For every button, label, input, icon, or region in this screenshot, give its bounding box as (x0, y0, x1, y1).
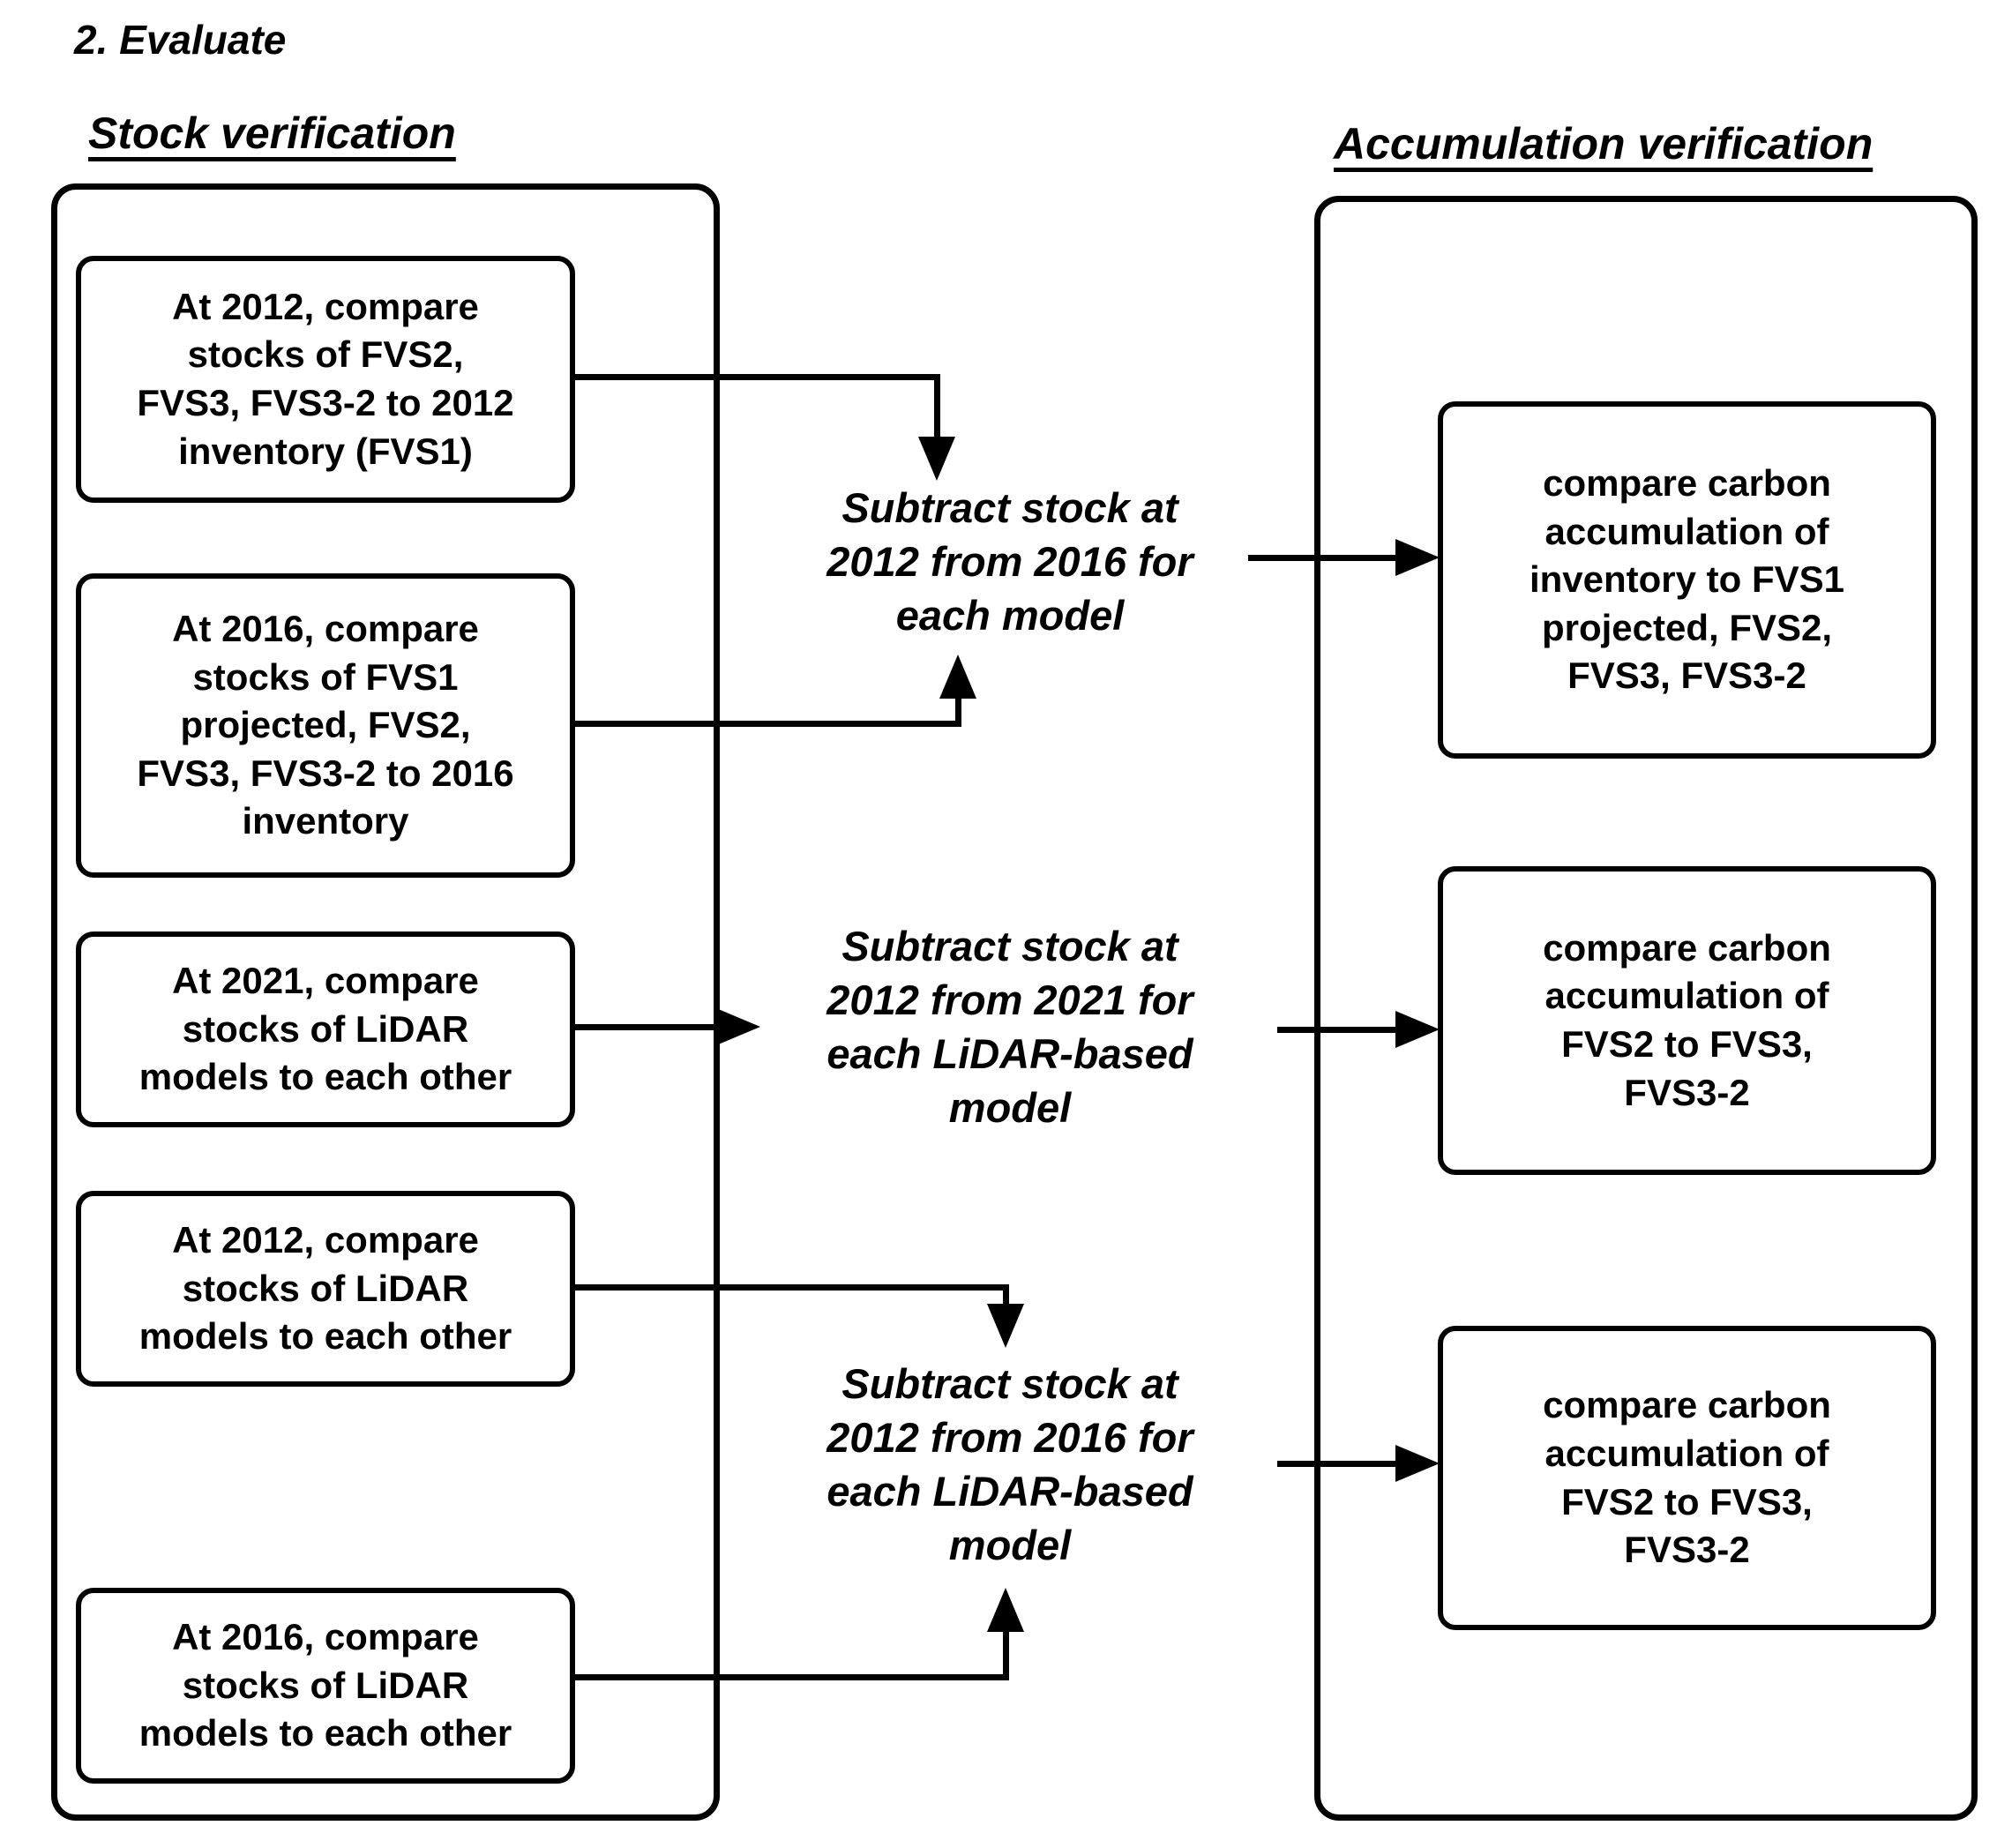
arrow-b3-to-step2-shaft (575, 1024, 722, 1030)
arrow-step3-to-rb3-shaft (1277, 1461, 1401, 1467)
arrow-step1-to-rb1-shaft (1248, 555, 1401, 561)
accumulation-verification-header: Accumulation verification (1334, 119, 1874, 168)
arrowhead-up-icon (987, 1588, 1024, 1632)
stock-box-2012-lidar: At 2012, compare stocks of LiDAR models … (76, 1191, 575, 1387)
arrowhead-right-icon (1395, 1011, 1440, 1048)
stock-box-2016-fvs: At 2016, compare stocks of FVS1 projecte… (76, 573, 575, 878)
arrow-b4-to-step3-shaft-h (575, 1284, 1009, 1291)
stock-verification-header: Stock verification (88, 108, 456, 158)
stock-box-2012-fvs: At 2012, compare stocks of FVS2, FVS3, F… (76, 256, 575, 503)
diagram-title: 2. Evaluate (74, 17, 287, 63)
arrow-b1-to-step1-shaft-h (575, 374, 940, 380)
arrowhead-up-icon (939, 655, 976, 699)
accumulation-box-inventory-fvs: compare carbon accumulation of inventory… (1438, 401, 1936, 759)
arrow-b5-to-step3-shaft-h (575, 1674, 1009, 1680)
arrow-b4-to-step3-shaft-v (1003, 1284, 1009, 1309)
arrowhead-right-icon (1395, 539, 1440, 576)
arrowhead-down-icon (918, 437, 955, 481)
arrowhead-right-icon (716, 1008, 760, 1045)
arrowhead-right-icon (1395, 1445, 1440, 1482)
arrow-b2-to-step1-shaft-v (955, 695, 961, 727)
subtract-step-2012-2016-model: Subtract stock at 2012 from 2016 for eac… (826, 484, 1193, 640)
arrow-b1-to-step1-shaft-v (934, 374, 940, 439)
subtract-step-2012-2021-lidar: Subtract stock at 2012 from 2021 for eac… (826, 923, 1193, 1132)
stock-box-2021-lidar: At 2021, compare stocks of LiDAR models … (76, 931, 575, 1127)
accumulation-box-fvs2-fvs3-bottom: compare carbon accumulation of FVS2 to F… (1438, 1326, 1936, 1630)
arrowhead-down-icon (987, 1304, 1024, 1348)
accumulation-box-fvs2-fvs3-top: compare carbon accumulation of FVS2 to F… (1438, 866, 1936, 1175)
stock-box-2016-lidar: At 2016, compare stocks of LiDAR models … (76, 1588, 575, 1784)
arrow-b2-to-step1-shaft-h (575, 721, 961, 727)
subtract-step-2012-2016-lidar: Subtract stock at 2012 from 2016 for eac… (826, 1360, 1193, 1569)
arrow-step2-to-rb2-shaft (1277, 1027, 1401, 1033)
arrow-b5-to-step3-shaft-v (1003, 1628, 1009, 1680)
